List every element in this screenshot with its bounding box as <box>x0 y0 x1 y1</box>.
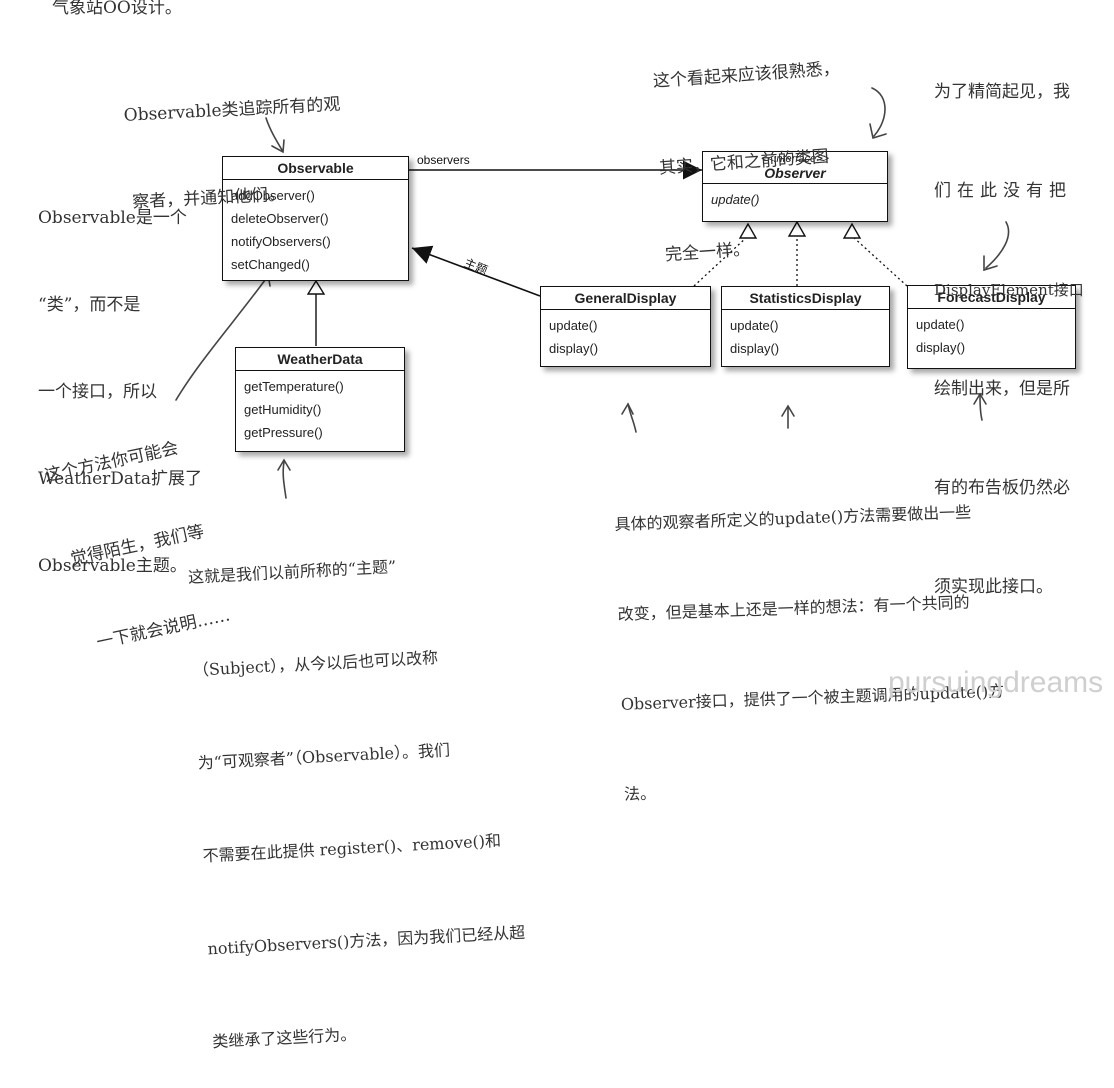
method: display() <box>549 341 599 356</box>
observer-interface[interactable]: <<interface>> Observer update() <box>702 151 888 222</box>
header-text: 气象站OO设计。 <box>52 0 182 18</box>
method: setChanged() <box>231 257 310 272</box>
method: display() <box>730 341 780 356</box>
pointer-arrow-observable <box>265 117 283 151</box>
inheritance-triangle <box>306 279 326 295</box>
note-observable-is-class: Observable是一个 “类”，而不是 一个接口，所以 WeatherDat… <box>38 208 202 576</box>
interface-name: Observer <box>764 165 826 181</box>
realization-triangle-general <box>738 222 758 239</box>
realization-triangle-forecast <box>842 222 862 239</box>
pointer-arrow-general <box>627 403 637 433</box>
pointer-arrow-observer <box>871 87 886 137</box>
observable-class[interactable]: Observable addObserver() deleteObserver(… <box>222 156 409 281</box>
forecast-display-class[interactable]: ForecastDisplay update() display() <box>907 285 1076 369</box>
method: getHumidity() <box>244 402 322 417</box>
method: update() <box>730 318 779 333</box>
method: getPressure() <box>244 425 323 440</box>
stereotype-label: <<interface>> <box>761 153 829 165</box>
method: display() <box>916 340 966 355</box>
note-display-element: 为了精简起见，我 们在此没有把 DisplayElement接口 绘制出来，但是… <box>934 82 1084 597</box>
class-name: Observable <box>223 157 408 180</box>
watermark: pursuingdreams <box>888 666 1104 699</box>
pointer-arrow-weather-data <box>282 461 287 499</box>
note-concrete-observers: 具体的观察者所定义的update()方法需要做出一些 改变，但是基本上还是一样的… <box>614 502 1005 804</box>
method: deleteObserver() <box>231 211 329 226</box>
pointer-arrow-display-element <box>985 221 1010 269</box>
method: update() <box>711 192 760 207</box>
method: notifyObservers() <box>231 234 331 249</box>
method: addObserver() <box>231 188 315 203</box>
class-name: StatisticsDisplay <box>722 287 889 310</box>
realization-triangle-statistics <box>787 220 807 237</box>
method: getTemperature() <box>244 379 344 394</box>
pointer-arrow-forecast <box>979 395 983 421</box>
statistics-display-class[interactable]: StatisticsDisplay update() display() <box>721 286 890 367</box>
note-familiar: 这个看起来应该很熟悉， 其实，它和之前的类图 完全一样。 <box>652 58 841 266</box>
note-subject: 这就是我们以前所称的“主题” （Subject），从今以后也可以改称 为“可观察… <box>187 557 526 1052</box>
pointer-arrow-set-changed <box>175 275 269 401</box>
diagram-connectors <box>175 87 1010 499</box>
class-name: WeatherData <box>236 348 404 371</box>
class-name: ForecastDisplay <box>908 286 1075 309</box>
subject-association-line <box>411 245 541 297</box>
weather-data-class[interactable]: WeatherData getTemperature() getHumidity… <box>235 347 405 452</box>
observers-label: observers <box>417 153 470 167</box>
general-display-class[interactable]: GeneralDisplay update() display() <box>540 286 711 367</box>
class-name: GeneralDisplay <box>541 287 710 310</box>
method: update() <box>916 317 965 332</box>
method: update() <box>549 318 598 333</box>
